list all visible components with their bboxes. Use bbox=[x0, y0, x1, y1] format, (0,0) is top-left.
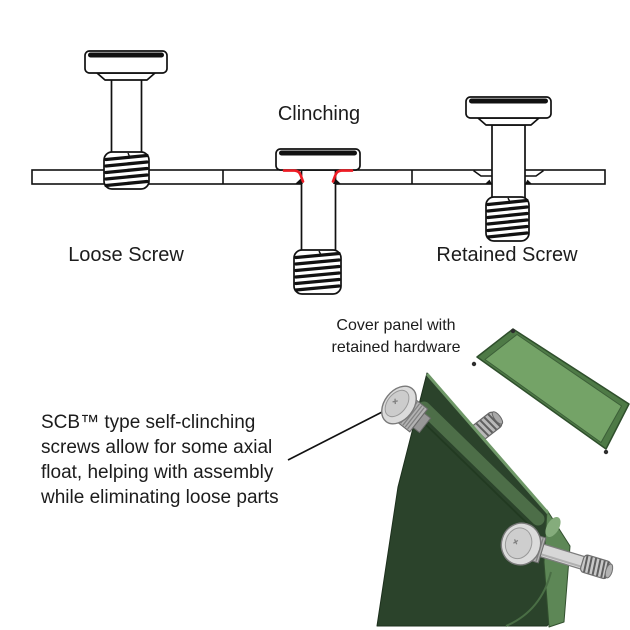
retained-screw-neck bbox=[477, 117, 540, 126]
clinching-screw-drawing bbox=[275, 148, 361, 295]
loose-screw-neck bbox=[96, 72, 156, 81]
flat-panel-screw-tips bbox=[471, 328, 609, 455]
clinch-screw-head-top bbox=[279, 150, 357, 156]
screw-3d-bottom-right bbox=[500, 522, 614, 580]
retained-screw-shank bbox=[491, 124, 526, 202]
retained-undercut-wedges bbox=[485, 179, 532, 184]
clinch-screw-threads bbox=[293, 249, 342, 295]
screw-drive-mark bbox=[392, 398, 398, 405]
cover-panel-top-edge bbox=[425, 373, 550, 514]
clinch-undercut-wedges bbox=[295, 178, 341, 184]
loose-screw-shank bbox=[110, 78, 143, 157]
annotation-scb-text: SCB™ type self-clinching screws allow fo… bbox=[41, 410, 306, 510]
annotation-leader-line bbox=[287, 409, 387, 461]
retained-hole-chamfers bbox=[473, 169, 544, 177]
cover-panel-seam bbox=[505, 571, 552, 627]
clinch-indicator-marks bbox=[282, 169, 354, 183]
retained-screw-drawing bbox=[465, 96, 552, 242]
cover-panel-hem-band bbox=[417, 401, 545, 526]
caption-line-1: Cover panel with bbox=[336, 317, 456, 334]
annotation-line-1: SCB™ type self-clinching bbox=[41, 412, 256, 433]
caption-line-2: retained hardware bbox=[331, 339, 461, 356]
retained-screw-head-top bbox=[469, 98, 548, 104]
screw-3d-top-left bbox=[381, 385, 432, 434]
annotation-line-4: while eliminating loose parts bbox=[41, 487, 279, 508]
annotation-line-2: screws allow for some axial bbox=[41, 437, 273, 458]
caption-cover-panel: Cover panel with retained hardware bbox=[310, 315, 482, 359]
annotation-line-3: float, helping with assembly bbox=[41, 462, 274, 483]
label-retained-screw: Retained Screw bbox=[436, 244, 578, 266]
flat-panel-3d bbox=[471, 328, 630, 455]
screw-drive-mark bbox=[513, 539, 519, 545]
cover-panel-corner-highlight bbox=[545, 517, 561, 537]
loose-screw-head-top bbox=[88, 52, 164, 58]
retained-screw-threads bbox=[485, 196, 530, 242]
loose-screw-threads bbox=[103, 151, 150, 190]
label-clinching: Clinching bbox=[277, 103, 361, 125]
label-loose-screw: Loose Screw bbox=[68, 244, 184, 266]
clinch-screw-shank bbox=[300, 169, 337, 252]
loose-screw-drawing bbox=[84, 50, 168, 190]
